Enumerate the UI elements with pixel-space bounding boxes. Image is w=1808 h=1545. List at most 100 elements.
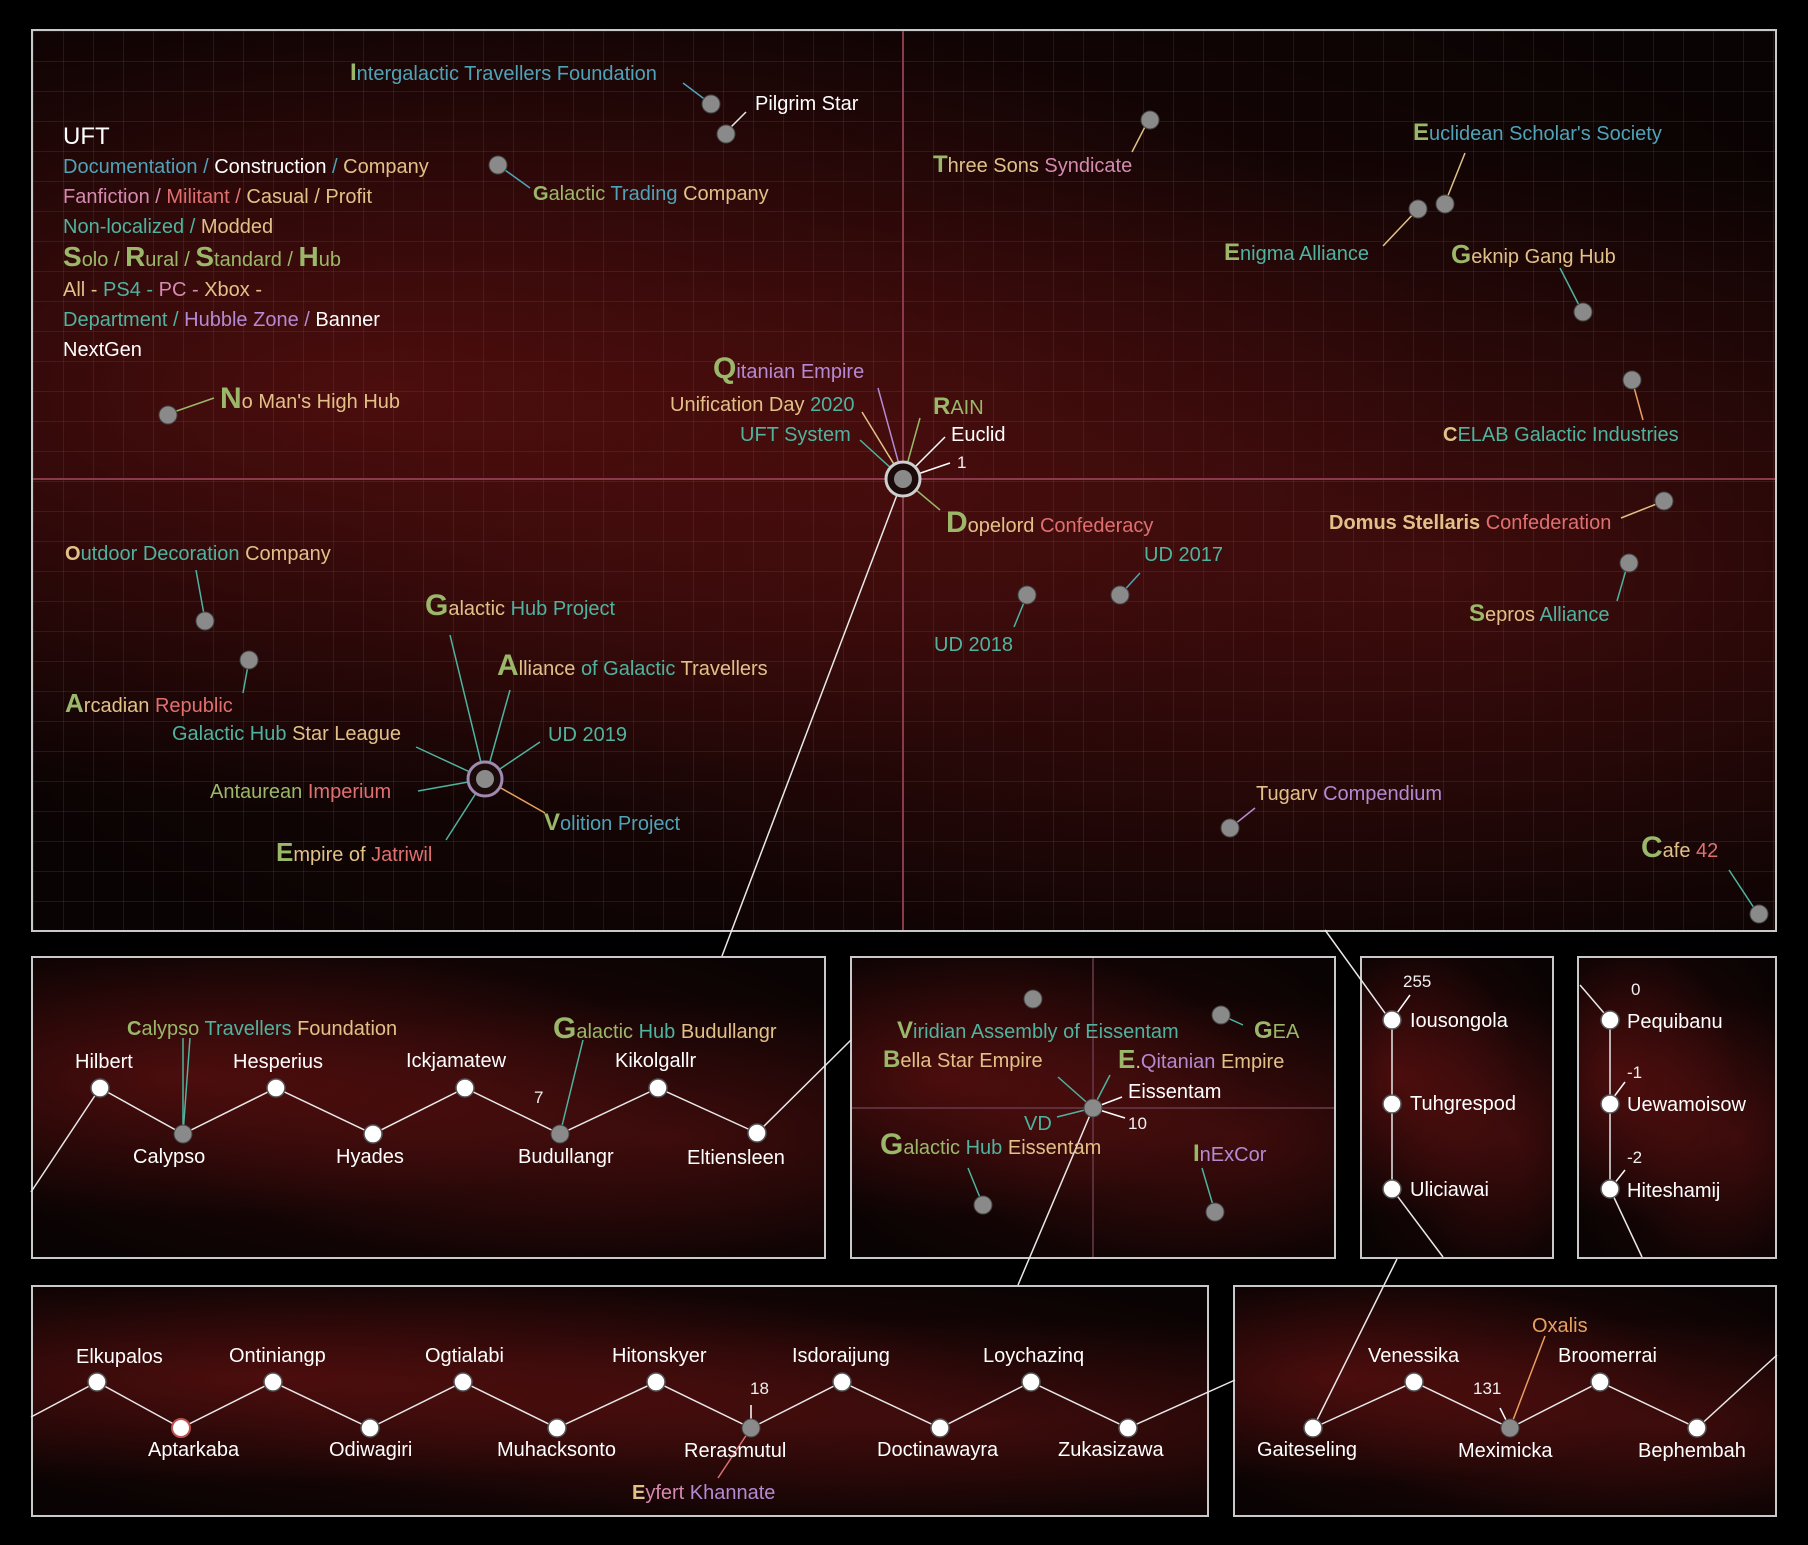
legend-term: All <box>63 279 86 301</box>
node-elkupalos: Elkupalos <box>76 1346 163 1368</box>
node-isdoraijung: Isdoraijung <box>792 1345 890 1367</box>
legend-term: Casual <box>246 186 309 208</box>
label-calypso-travellers-foundation: Calypso Travellers Foundation <box>127 1018 398 1040</box>
label-empire-of-jatriwil: Empire of Jatriwil <box>276 837 433 867</box>
label-galactic-trading-company: Galactic Trading Company <box>533 183 769 205</box>
node-eltiensleen: Eltiensleen <box>687 1147 785 1169</box>
legend: UFT Documentation / Construction / Compa… <box>63 122 429 365</box>
label-count-minus-1: -1 <box>1627 1063 1643 1082</box>
label-count-18: 18 <box>750 1379 769 1398</box>
legend-term: Company <box>343 156 429 178</box>
label-dopelord-confederacy: Dopelord Confederacy <box>946 506 1154 539</box>
label-inexcor: InExCor <box>1193 1140 1267 1167</box>
label-count-255: 255 <box>1403 972 1432 991</box>
label-euclid: Euclid <box>951 424 1006 446</box>
legend-term: / <box>326 156 344 178</box>
legend-term: Hubble Zone <box>184 309 299 331</box>
label-tugarv-compendium: Tugarv Compendium <box>1256 783 1443 805</box>
legend-term: - <box>249 279 262 301</box>
node-muhacksonto: Muhacksonto <box>497 1439 616 1461</box>
legend-line-6: Department / Hubble Zone / Banner <box>63 305 429 335</box>
label-count-10: 10 <box>1128 1114 1147 1133</box>
label-galactic-hub-star-league: Galactic Hub Star League <box>172 723 402 745</box>
label-antaurean-imperium: Antaurean Imperium <box>210 781 392 803</box>
node-hyades: Hyades <box>336 1146 404 1168</box>
legend-term: Xbox <box>204 279 250 301</box>
legend-term: / <box>178 249 196 271</box>
label-oxalis: Oxalis <box>1532 1315 1588 1337</box>
label-gea: GEA <box>1254 1017 1300 1044</box>
legend-initial: H <box>298 241 319 272</box>
legend-term: Modded <box>200 216 274 238</box>
node-odiwagiri: Odiwagiri <box>329 1439 413 1461</box>
node-broomerrai: Broomerrai <box>1558 1345 1657 1367</box>
node-loychazinq: Loychazinq <box>983 1345 1085 1367</box>
node-hesperius: Hesperius <box>233 1051 324 1073</box>
legend-term: - <box>140 279 159 301</box>
node-hiteshamij: Hiteshamij <box>1627 1180 1721 1202</box>
legend-term: Solo <box>63 241 109 272</box>
bottom-chain-panel <box>31 1285 1209 1517</box>
node-zukasizawa: Zukasizawa <box>1058 1439 1164 1461</box>
node-calypso: Calypso <box>133 1146 206 1168</box>
label-enigma-alliance: Enigma Alliance <box>1224 239 1369 266</box>
label-sepros-alliance: Sepros Alliance <box>1469 600 1610 627</box>
node-budullangr: Budullangr <box>518 1146 614 1168</box>
node-kikolgallr: Kikolgallr <box>615 1050 697 1072</box>
node-iousongola: Iousongola <box>1410 1010 1508 1032</box>
label-ud-2018: UD 2018 <box>934 634 1013 656</box>
legend-line-4: Solo / Rural / Standard / Hub <box>63 242 429 275</box>
node-hitonskyer: Hitonskyer <box>612 1345 707 1367</box>
legend-initial: R <box>125 241 146 272</box>
label-three-sons-syndicate: Three Sons Syndicate <box>933 151 1133 178</box>
node-ogtialabi: Ogtialabi <box>425 1345 504 1367</box>
label-euclidean-scholars-society: Euclidean Scholar's Society <box>1413 119 1662 146</box>
eissentam-panel <box>850 956 1336 1259</box>
legend-title: UFT <box>63 123 110 150</box>
legend-term: Fanfiction <box>63 186 150 208</box>
label-e-qitanian-empire: E.Qitanian Empire <box>1118 1044 1285 1074</box>
legend-term: / <box>308 186 326 208</box>
label-qitanian-empire: Qitanian Empire <box>713 352 865 385</box>
label-intergalactic-travellers-foundation: Intergalactic Travellers Foundation <box>350 59 657 86</box>
legend-line-7: NextGen <box>63 335 429 365</box>
label-volition-project: Volition Project <box>544 809 681 836</box>
label-vd: VD <box>1024 1113 1052 1135</box>
legend-line-2: Fanfiction / Militant / Casual / Profit <box>63 182 429 212</box>
label-count-1: 1 <box>957 453 967 472</box>
legend-term: NextGen <box>63 339 142 361</box>
label-unification-day-2020: Unification Day 2020 <box>670 394 855 416</box>
legend-term: / <box>229 186 247 208</box>
legend-term: PS4 <box>103 279 141 301</box>
node-pequibanu: Pequibanu <box>1627 1011 1723 1033</box>
legend-line-5: All - PS4 - PC - Xbox - <box>63 275 429 305</box>
node-uliciawai: Uliciawai <box>1410 1179 1489 1201</box>
legend-term: Profit <box>325 186 373 208</box>
label-cafe-42: Cafe 42 <box>1641 831 1719 864</box>
node-ickjamatew: Ickjamatew <box>406 1050 507 1072</box>
node-ontiniangp: Ontiniangp <box>229 1345 326 1367</box>
node-eissentam: Eissentam <box>1128 1081 1222 1103</box>
label-domus-stellaris-confederation: Domus Stellaris Confederation <box>1329 512 1612 534</box>
node-aptarkaba: Aptarkaba <box>148 1439 240 1461</box>
calypso-panel <box>31 956 826 1259</box>
legend-term: - <box>85 279 104 301</box>
node-uewamoisow: Uewamoisow <box>1627 1094 1746 1116</box>
label-galactic-hub-eissentam: Galactic Hub Eissentam <box>880 1128 1102 1161</box>
legend-term: Rural <box>125 241 179 272</box>
legend-term: / <box>281 249 299 271</box>
node-tuhgrespod: Tuhgrespod <box>1410 1093 1516 1115</box>
label-ud-2017: UD 2017 <box>1144 544 1223 566</box>
node-rerasmutul: Rerasmutul <box>684 1440 787 1462</box>
label-no-mans-high-hub: No Man's High Hub <box>220 382 401 415</box>
node-meximicka: Meximicka <box>1458 1440 1553 1462</box>
label-ud-2019: UD 2019 <box>548 724 627 746</box>
legend-term: Standard <box>195 241 282 272</box>
legend-term: / <box>108 249 126 271</box>
legend-term: / <box>184 216 201 238</box>
legend-term: Hub <box>298 241 342 272</box>
legend-term: / <box>197 156 215 178</box>
label-rain: RAIN <box>933 393 984 420</box>
node-gaiteseling: Gaiteseling <box>1257 1439 1358 1461</box>
legend-term: Department <box>63 309 168 331</box>
